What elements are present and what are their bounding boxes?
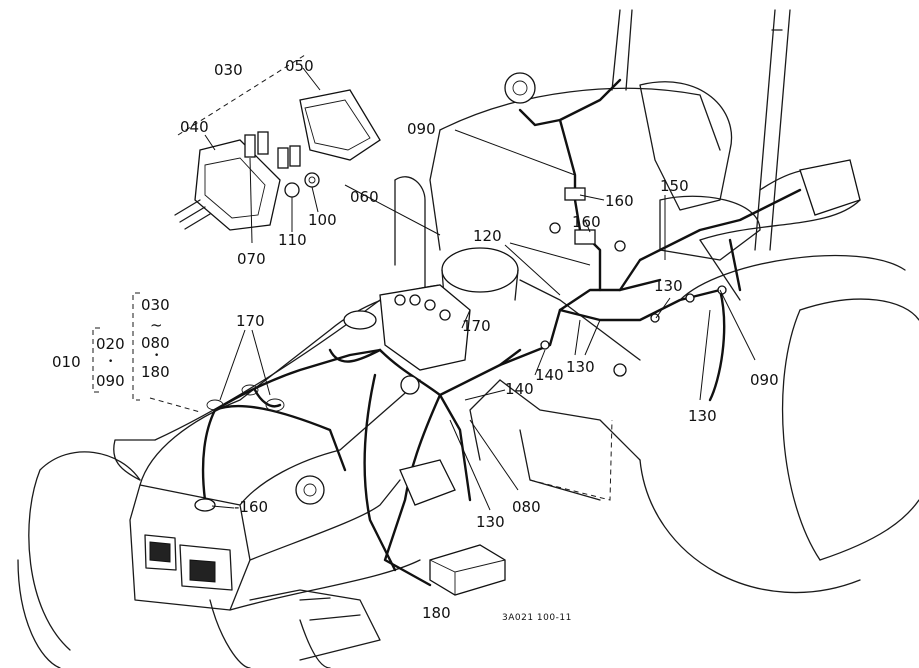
label-090-top: 090 (407, 120, 436, 138)
label-170-mid: 170 (462, 317, 491, 335)
label-060: 060 (350, 188, 379, 206)
label-080: 080 (512, 498, 541, 516)
label-130-c: 130 (688, 407, 717, 425)
label-130-b: 130 (566, 358, 595, 376)
label-160-bottom: -160 (234, 498, 269, 516)
legend-010: 010 (52, 353, 81, 371)
leader-lines (92, 54, 756, 511)
legend-180: 180 (141, 363, 170, 381)
wiring-harness (201, 78, 802, 587)
legend-080: 080 (141, 334, 170, 352)
label-040: 040 (180, 118, 209, 136)
label-070: 070 (237, 250, 266, 268)
label-150: 150 (660, 177, 689, 195)
label-160-a: 160 (605, 192, 634, 210)
legend-dot-2: • (154, 351, 160, 361)
legend-dot-1: • (108, 357, 114, 367)
legend-tilde: ~ (150, 316, 163, 334)
label-130-a: 130 (654, 277, 683, 295)
legend-020: 020 (96, 335, 125, 353)
label-110: 110 (278, 231, 307, 249)
label-130-d: 130 (476, 513, 505, 531)
legend-030: 030 (141, 296, 170, 314)
label-090-right: 090 (750, 371, 779, 389)
legend-090: 090 (96, 372, 125, 390)
label-100: 100 (308, 211, 337, 229)
components (174, 72, 861, 596)
figure-code: 3A021 100-11 (502, 613, 572, 623)
label-170-left: 170 (236, 312, 265, 330)
label-140-b: 140 (505, 380, 534, 398)
label-180-bottom: 180 (422, 604, 451, 622)
label-050: 050 (285, 57, 314, 75)
label-140-a: 140 (535, 366, 564, 384)
label-030-top: 030 (214, 61, 243, 79)
label-120: 120 (473, 227, 502, 245)
label-160-b: 160 (572, 213, 601, 231)
